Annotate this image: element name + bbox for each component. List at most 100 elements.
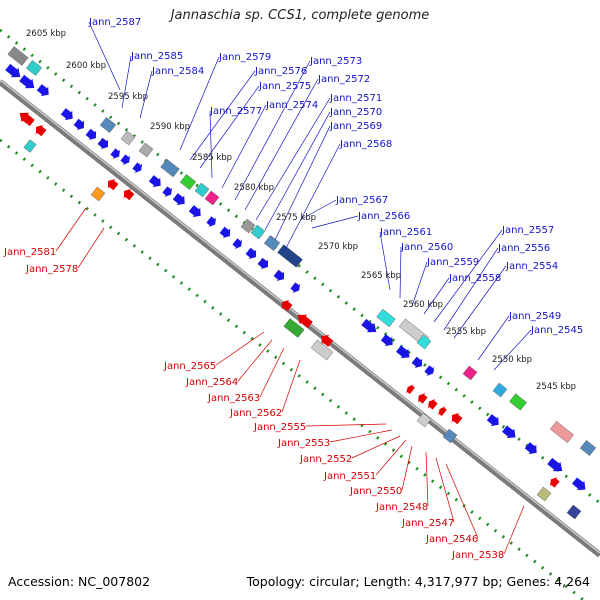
kbp-tick-label: 2595 kbp xyxy=(108,92,148,102)
label-leader-line xyxy=(284,143,341,251)
forward-gene-arrow xyxy=(73,118,85,131)
label-leader-line xyxy=(453,265,507,339)
feature-block xyxy=(138,142,154,158)
reverse-gene-label: Jann_2564 xyxy=(185,377,238,388)
kbp-tick-label: 2560 kbp xyxy=(403,300,443,310)
feature-block xyxy=(283,318,305,338)
forward-gene-label: Jann_2557 xyxy=(501,225,554,236)
feature-block xyxy=(416,334,432,350)
reverse-gene-label: Jann_2552 xyxy=(299,454,352,465)
reverse-gene-label: Jann_2551 xyxy=(323,471,376,482)
gene-labels: Jann_2587Jann_2585Jann_2584Jann_2579Jann… xyxy=(3,17,583,561)
feature-block xyxy=(566,504,582,520)
kbp-tick-label: 2580 kbp xyxy=(234,183,274,193)
kbp-tick-label: 2590 kbp xyxy=(150,122,190,132)
label-leader-line xyxy=(435,457,455,523)
kbp-tick-label: 2550 kbp xyxy=(492,355,532,365)
label-leader-line xyxy=(88,21,121,91)
label-leader-line xyxy=(189,70,256,161)
reverse-gene-label: Jann_2550 xyxy=(349,486,402,497)
feature-block xyxy=(509,393,527,411)
reverse-gene-arrow xyxy=(427,399,438,410)
feature-block xyxy=(536,486,552,502)
forward-gene-label: Jann_2545 xyxy=(530,325,583,336)
feature-block xyxy=(240,218,256,234)
reverse-gene-label: Jann_2562 xyxy=(229,408,282,419)
label-leader-line xyxy=(329,429,393,443)
accession-text: Accession: NC_007802 xyxy=(8,574,151,589)
feature-block xyxy=(25,60,43,76)
forward-gene-arrow xyxy=(486,414,499,427)
reverse-gene-label: Jann_2548 xyxy=(375,502,428,513)
feature-block xyxy=(277,244,303,268)
forward-gene-arrow xyxy=(361,318,377,333)
label-leader-line xyxy=(199,85,260,169)
feature-block xyxy=(160,158,180,178)
forward-gene-label: Jann_2573 xyxy=(309,56,362,67)
forward-gene-arrow xyxy=(572,477,586,491)
feature-block xyxy=(250,224,266,240)
label-leader-line xyxy=(311,215,359,229)
label-leader-line xyxy=(433,229,503,323)
label-leader-line xyxy=(274,125,331,241)
forward-gene-label: Jann_2566 xyxy=(357,211,410,222)
forward-gene-arrow xyxy=(257,257,269,270)
forward-gene-arrow xyxy=(273,269,285,282)
label-leader-line xyxy=(399,246,402,299)
forward-gene-arrow xyxy=(120,154,131,165)
forward-gene-label: Jann_2569 xyxy=(329,121,382,132)
reverse-gene-label: Jann_2565 xyxy=(163,361,216,372)
label-leader-line xyxy=(401,445,413,491)
feature-block xyxy=(442,428,458,444)
forward-gene-label: Jann_2574 xyxy=(265,100,318,111)
forward-gene-arrow xyxy=(424,365,435,376)
reverse-gene-label: Jann_2578 xyxy=(25,264,78,275)
topology-text: Topology: circular; Length: 4,317,977 bp… xyxy=(246,574,590,589)
kbp-tick-label: 2605 kbp xyxy=(26,29,66,39)
reverse-gene-label: Jann_2553 xyxy=(277,438,330,449)
feature-block xyxy=(90,186,106,202)
label-leader-line xyxy=(503,505,525,555)
reverse-gene-label: Jann_2538 xyxy=(451,550,504,561)
forward-gene-label: Jann_2584 xyxy=(151,66,204,77)
reverse-gene-arrow xyxy=(417,393,428,404)
kbp-tick-label: 2565 kbp xyxy=(361,271,401,281)
forward-gene-arrow xyxy=(232,238,243,249)
label-leader-line xyxy=(379,231,391,291)
forward-gene-label: Jann_2568 xyxy=(339,139,392,150)
forward-gene-label: Jann_2567 xyxy=(335,195,388,206)
label-leader-line xyxy=(221,104,267,189)
forward-gene-arrow xyxy=(172,193,185,206)
kbp-tick-label: 2600 kbp xyxy=(66,61,106,71)
reverse-gene-arrow xyxy=(321,334,334,347)
reverse-gene-label: Jann_2547 xyxy=(401,518,454,529)
forward-gene-arrow xyxy=(502,425,516,439)
kbp-tick-label: 2545 kbp xyxy=(536,382,576,392)
forward-gene-label: Jann_2575 xyxy=(258,81,311,92)
forward-gene-label: Jann_2587 xyxy=(88,17,141,28)
reverse-gene-arrow xyxy=(107,178,119,191)
forward-gene-arrow xyxy=(110,148,121,159)
feature-block xyxy=(194,182,210,198)
forward-gene-label: Jann_2554 xyxy=(505,261,558,272)
feature-block xyxy=(416,412,432,428)
feature-blocks xyxy=(7,46,597,520)
label-leader-line xyxy=(121,55,132,109)
label-leaders xyxy=(55,21,532,555)
forward-gene-arrow xyxy=(188,205,201,218)
forward-gene-arrow xyxy=(206,216,217,227)
forward-gene-label: Jann_2560 xyxy=(400,242,453,253)
forward-gene-arrow xyxy=(5,63,21,78)
label-leader-line xyxy=(179,56,220,151)
feature-block xyxy=(179,174,197,190)
feature-block xyxy=(376,308,396,328)
reverse-gene-label: Jann_2546 xyxy=(425,534,478,545)
feature-block xyxy=(549,420,575,444)
forward-gene-arrow xyxy=(380,334,393,347)
reverse-gene-arrow xyxy=(438,406,447,416)
feature-block xyxy=(492,382,508,398)
reverse-gene-arrow xyxy=(451,412,463,425)
forward-gene-label: Jann_2559 xyxy=(426,257,479,268)
